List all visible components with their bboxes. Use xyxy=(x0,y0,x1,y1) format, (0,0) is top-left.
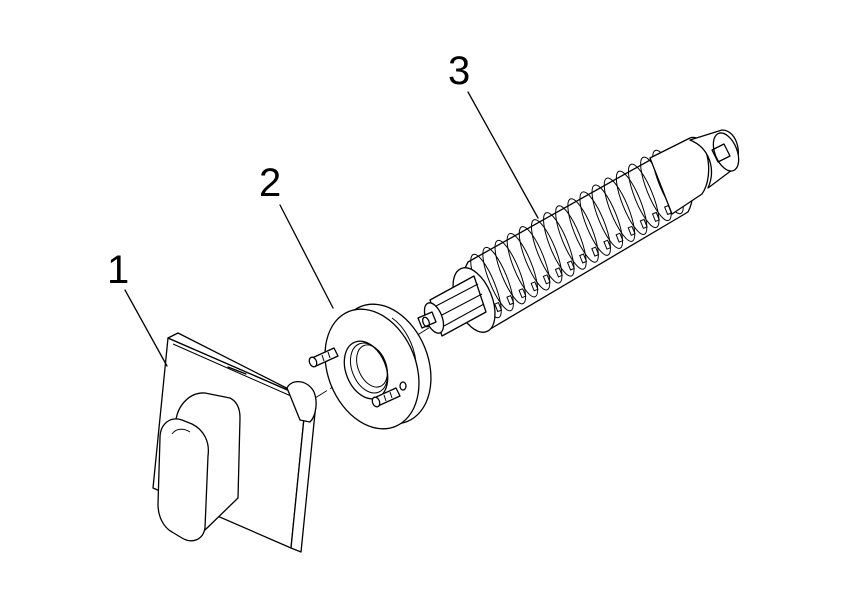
cartridge-rib xyxy=(518,226,551,291)
callout-2: 2 xyxy=(259,161,334,309)
cartridge-rib xyxy=(579,191,611,256)
callout-3: 3 xyxy=(448,49,539,219)
cartridge-rib-slot xyxy=(639,218,648,230)
cartridge-rib xyxy=(627,163,660,229)
cartridge-rib-slot xyxy=(542,274,551,285)
cartridge-rib xyxy=(530,219,563,284)
leader-line-3 xyxy=(467,91,539,219)
cartridge-rib-slot xyxy=(603,239,612,250)
leader-line-1 xyxy=(124,289,168,367)
cartridge-rib-slot xyxy=(554,267,563,278)
cartridge-rib xyxy=(591,184,624,249)
cartridge-ribs xyxy=(470,149,684,320)
part-1-cover-plate-with-handle xyxy=(152,332,317,553)
cartridge-rib-slot xyxy=(494,301,503,313)
cartridge-rib xyxy=(603,177,636,242)
leader-line-2 xyxy=(279,204,334,309)
cartridge-rib xyxy=(543,212,575,277)
cartridge-rib xyxy=(567,198,599,263)
cartridge-rib-slot xyxy=(615,232,624,243)
cartridge-rib-slot xyxy=(518,288,527,299)
cartridge-rib xyxy=(555,205,587,270)
cartridge-rib-slot xyxy=(506,294,515,306)
cartridge-rib-slot xyxy=(579,253,588,264)
callout-number-3: 3 xyxy=(448,49,470,93)
cartridge-rib-slot xyxy=(651,211,660,223)
cartridge-rib xyxy=(494,239,527,305)
cartridge-rib-slot xyxy=(566,260,575,271)
cartridge-rib xyxy=(482,246,514,312)
part-3-extension-spring-cartridge xyxy=(417,129,740,337)
cartridge-rib xyxy=(506,232,539,298)
callout-number-2: 2 xyxy=(259,161,281,205)
cartridge-rib xyxy=(615,170,648,236)
callout-1: 1 xyxy=(107,248,168,367)
callout-number-1: 1 xyxy=(107,248,129,292)
cartridge-rib-slot xyxy=(530,281,539,292)
cartridge-rib-slot xyxy=(627,225,636,236)
cartridge-rib-slot xyxy=(591,246,600,257)
part-2-escutcheon-ring xyxy=(308,303,432,430)
